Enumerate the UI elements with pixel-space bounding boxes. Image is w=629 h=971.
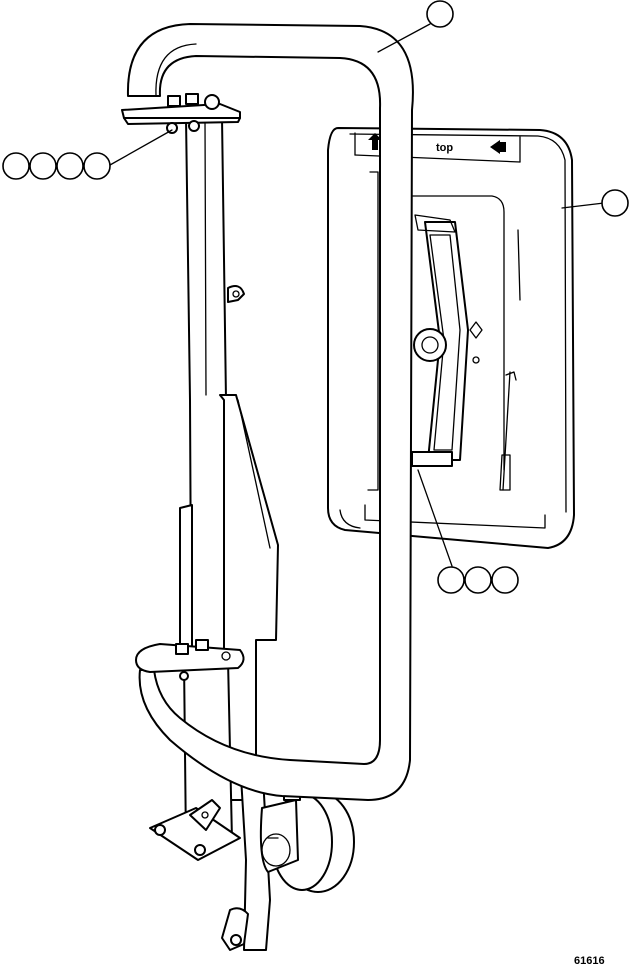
base-plate [149,799,241,861]
tubular-frame [126,23,414,801]
callout-frame [377,0,454,53]
callout-bracket-bolts [417,469,519,594]
mirror-bracket [411,214,517,491]
lower-post [183,659,271,951]
side-plate [219,394,279,801]
drum-unit [259,789,355,893]
arrow-left-icon [490,140,506,154]
arrow-up-icon [368,133,382,150]
callout-upper-bolts [2,129,173,180]
lower-clamp [135,639,245,681]
figure-number: 61616 [574,955,605,967]
upper-clamp [121,93,241,134]
callout-mirror [561,189,629,217]
mirror-top-label: top [436,142,453,154]
